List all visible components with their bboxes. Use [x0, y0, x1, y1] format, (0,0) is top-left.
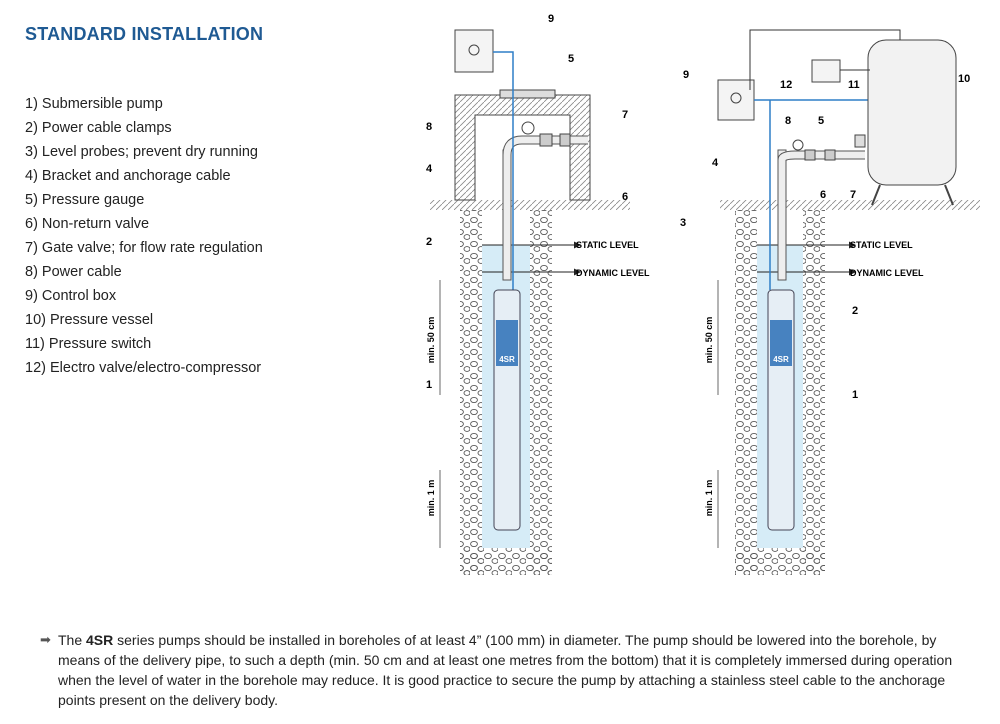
- min-50cm-label: min. 50 cm: [704, 317, 714, 364]
- callout-10: 10: [958, 73, 970, 85]
- callout-6: 6: [622, 191, 628, 203]
- non-return-valve: [539, 133, 553, 147]
- installation-note: ➡ The 4SR series pumps should be install…: [40, 630, 960, 710]
- legend-item: 1) Submersible pump: [25, 96, 163, 112]
- callout-8: 8: [785, 115, 791, 127]
- legend-item: 10) Pressure vessel: [25, 312, 154, 328]
- gravel-left: [460, 210, 482, 575]
- callout-9: 9: [548, 13, 554, 25]
- callout-6: 6: [820, 189, 826, 201]
- legend-item: 8) Power cable: [25, 264, 122, 280]
- dynamic-level-label: DYNAMIC LEVEL: [850, 268, 924, 278]
- legend-item: 9) Control box: [25, 288, 117, 304]
- callout-3: 3: [680, 217, 686, 229]
- page-title: STANDARD INSTALLATION: [25, 24, 264, 44]
- callout-9: 9: [683, 69, 689, 81]
- callout-11: 11: [848, 79, 860, 91]
- legend-list: 1) Submersible pump 2) Power cable clamp…: [25, 92, 263, 380]
- static-level-label: STATIC LEVEL: [576, 240, 639, 250]
- callout-2: 2: [852, 305, 858, 317]
- legend-item: 3) Level probes; prevent dry running: [25, 144, 258, 160]
- callout-5: 5: [818, 115, 824, 127]
- callout-7: 7: [850, 189, 856, 201]
- legend-item: 6) Non-return valve: [25, 216, 150, 232]
- callout-1: 1: [426, 379, 432, 391]
- min-50cm-label: min. 50 cm: [426, 317, 436, 364]
- manhole-cover: [499, 89, 556, 99]
- pump-model-label: 4SR: [773, 355, 789, 364]
- callout-7: 7: [622, 109, 628, 121]
- right-installation: 4SR 9 12 11 10 8 5 4 6 7 3 2 1 STATIC LE…: [680, 29, 980, 575]
- control-box: [454, 29, 494, 73]
- legend-item: 5) Pressure gauge: [25, 192, 145, 208]
- legend-item: 4) Bracket and anchorage cable: [25, 168, 231, 184]
- legend-item: 11) Pressure switch: [25, 336, 152, 352]
- callout-5: 5: [568, 53, 574, 65]
- dynamic-level-label: DYNAMIC LEVEL: [576, 268, 650, 278]
- callout-12: 12: [780, 79, 792, 91]
- min-1m-label: min. 1 m: [426, 480, 436, 517]
- note-model: 4SR: [86, 632, 114, 648]
- gate-valve: [559, 133, 571, 147]
- manhole: [454, 94, 591, 201]
- static-level-label: STATIC LEVEL: [850, 240, 913, 250]
- installation-diagram: 4SR 9 5 7 8 4 6 2 1 STATIC LEVEL DYNAMIC…: [426, 13, 980, 575]
- left-installation: 4SR 9 5 7 8 4 6 2 1 STATIC LEVEL DYNAMIC…: [426, 13, 650, 575]
- legend-item: 7) Gate valve; for flow rate regulation: [25, 240, 263, 256]
- gravel-right: [530, 210, 552, 575]
- note-text: The 4SR series pumps should be installed…: [58, 632, 953, 708]
- ground: [430, 200, 630, 210]
- arrow-right-icon: ➡: [40, 632, 51, 647]
- gravel-bottom: [460, 548, 552, 575]
- callout-4: 4: [712, 157, 719, 169]
- callout-8: 8: [426, 121, 432, 133]
- legend-item: 2) Power cable clamps: [25, 120, 172, 136]
- pressure-vessel: [867, 39, 957, 186]
- callout-4: 4: [426, 163, 433, 175]
- legend-item: 12) Electro valve/electro-compressor: [25, 360, 262, 376]
- min-1m-label: min. 1 m: [704, 480, 714, 517]
- pump-model-label: 4SR: [499, 355, 515, 364]
- pressure-gauge: [521, 121, 535, 135]
- callout-1: 1: [852, 389, 858, 401]
- callout-2: 2: [426, 236, 432, 248]
- power-cable: [493, 51, 514, 290]
